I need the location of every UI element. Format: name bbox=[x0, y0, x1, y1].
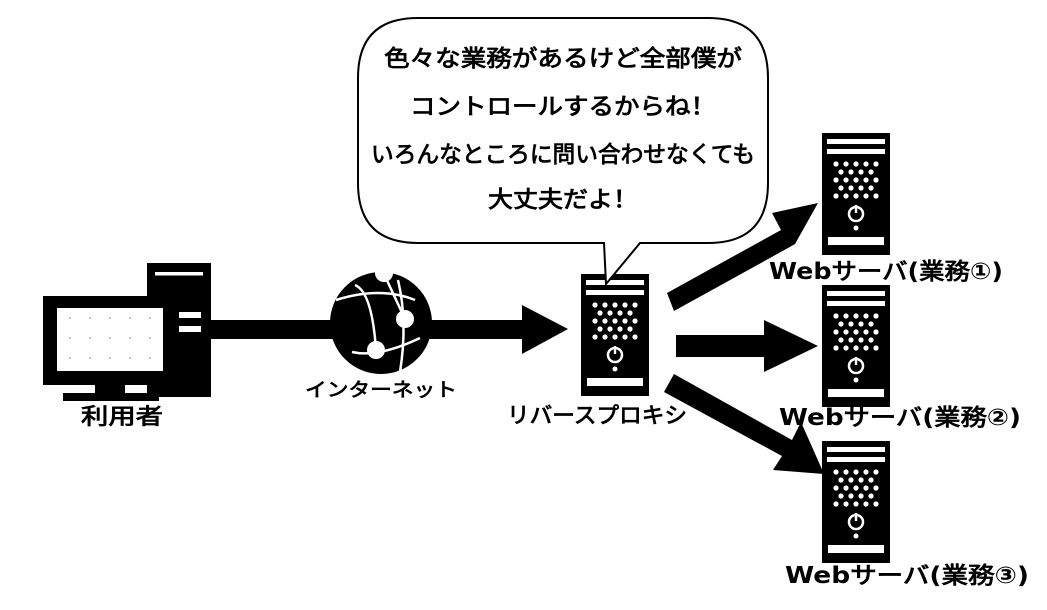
web-server-3-icon bbox=[820, 439, 892, 565]
speech-bubble bbox=[357, 17, 769, 287]
label-web-server-3: Webサーバ(業務③) bbox=[785, 562, 1029, 589]
speech-bubble-text: 色々な業務があるけど全部僕が コントロールするからね！ いろんなところに問い合わ… bbox=[371, 45, 755, 213]
bubble-line-3: いろんなところに問い合わせなくても bbox=[371, 141, 755, 168]
label-internet: インターネット bbox=[305, 379, 457, 401]
bubble-line-4: 大丈夫だよ！ bbox=[488, 187, 638, 213]
bubble-line-1: 色々な業務があるけど全部僕が bbox=[384, 45, 742, 72]
proxy-to-server3-arrow bbox=[664, 374, 824, 474]
label-reverse-proxy: リバースプロキシ bbox=[507, 404, 687, 429]
internet-to-proxy-arrow bbox=[428, 305, 568, 354]
proxy-to-server1-arrow bbox=[667, 203, 818, 311]
user-to-internet-link bbox=[200, 320, 343, 339]
label-web-server-1: Webサーバ(業務①) bbox=[769, 258, 1003, 285]
reverse-proxy-server-icon bbox=[579, 272, 651, 398]
label-web-server-2: Webサーバ(業務②) bbox=[779, 404, 1021, 431]
internet-globe-icon bbox=[330, 264, 432, 374]
proxy-to-server2-arrow bbox=[676, 320, 818, 372]
web-server-1-icon bbox=[820, 131, 892, 257]
user-pc-icon bbox=[43, 263, 211, 401]
web-server-2-icon bbox=[820, 283, 892, 409]
label-user: 利用者 bbox=[81, 405, 163, 430]
bubble-line-2: コントロールするからね！ bbox=[410, 94, 716, 120]
